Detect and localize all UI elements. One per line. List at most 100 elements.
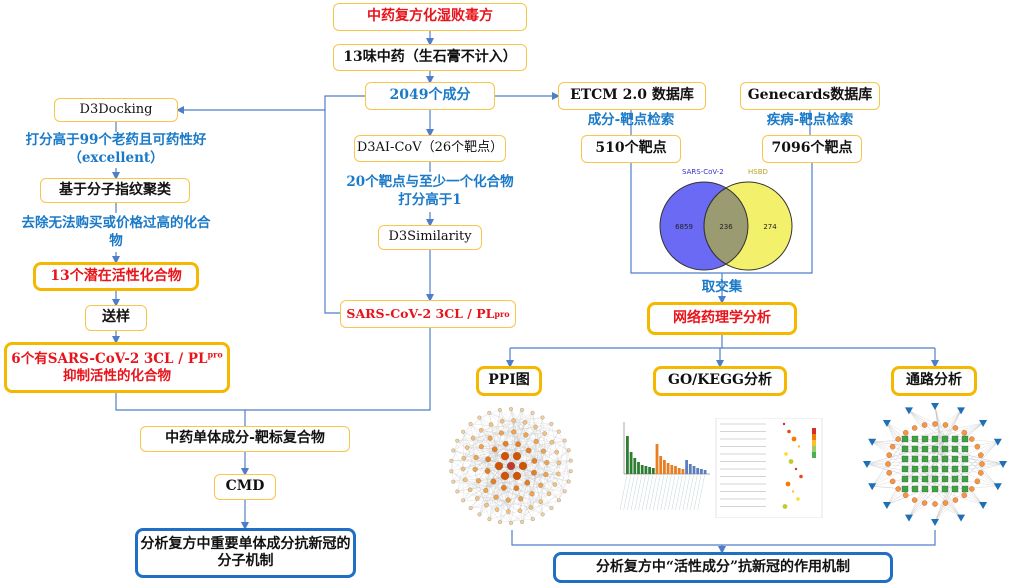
go-bar	[644, 466, 648, 474]
go-bar	[648, 467, 651, 474]
go-bar	[670, 465, 674, 474]
ppi-edge	[479, 433, 502, 515]
molecular-mechanism-box: 分析复方中重要单体成分抗新冠的分子机制	[135, 528, 356, 578]
path-pathway-node	[904, 514, 913, 522]
ppi-node	[512, 451, 522, 461]
ppi-edge	[467, 412, 533, 448]
ppi-edge	[500, 519, 533, 523]
path-outer-node	[911, 497, 918, 503]
go-tick-label	[638, 474, 646, 511]
ppi-edge	[470, 423, 541, 502]
mechanism-analysis-box: 分析复方中“活性成分”抗新冠的作用机制	[553, 552, 893, 583]
go-bar	[685, 460, 688, 474]
ppi-node	[464, 445, 470, 450]
path-target-node	[941, 455, 949, 463]
path-outer-node	[961, 492, 968, 499]
ingredient-target-note: 成分-靶点检索	[587, 112, 675, 129]
path-edge	[924, 410, 962, 480]
ppi-node	[487, 435, 493, 441]
path-target-node	[961, 465, 969, 473]
ppi-node	[494, 461, 504, 471]
path-target-node	[921, 435, 929, 443]
ppi-edge	[463, 423, 552, 470]
path-outer-node	[974, 478, 981, 485]
ppi-node	[491, 446, 498, 453]
path-pathway-node	[904, 407, 913, 415]
path-target-node	[941, 435, 949, 443]
ppi-edge	[472, 437, 571, 472]
fingerprint-cluster-box: 基于分子指纹聚类	[40, 178, 190, 203]
docking-criteria-note: 打分高于99个老药且可药性好（excellent）	[25, 132, 207, 166]
ppi-node	[549, 439, 555, 445]
ppi-node	[523, 432, 529, 438]
ppi-node	[455, 438, 460, 443]
pathway-network-figure	[863, 403, 1007, 526]
path-target-node	[941, 485, 949, 493]
ppi-node	[506, 461, 516, 471]
path-edge	[886, 422, 916, 480]
path-target-node	[901, 455, 909, 463]
path-target-node	[921, 465, 929, 473]
ppi-node	[562, 438, 567, 443]
ppi-node	[531, 469, 537, 476]
path-edge	[872, 441, 936, 470]
ppi-edge	[493, 481, 541, 486]
go-tick-label	[642, 474, 650, 511]
path-edge	[908, 478, 946, 518]
ppi-node	[562, 489, 567, 494]
ppi-node	[468, 421, 473, 426]
venn-label-right: HSBD	[748, 168, 768, 176]
ppi-edge	[470, 423, 474, 439]
go-bar	[688, 464, 692, 474]
path-target-node	[911, 445, 919, 453]
network-pharmacology-box: 网络药理学分析	[647, 302, 797, 335]
path-target-node	[961, 435, 969, 443]
ppi-node	[528, 505, 534, 510]
ppi-edge	[519, 417, 543, 511]
path-outer-node	[942, 422, 949, 428]
ppi-edge	[532, 412, 541, 486]
path-outer-node	[961, 429, 968, 436]
ppi-edge	[494, 449, 532, 508]
path-pathway-node	[863, 461, 871, 468]
path-pathway-node	[931, 519, 939, 526]
path-outer-node	[932, 421, 938, 427]
path-pathway-node	[979, 419, 988, 427]
line-figures-to-mechanism	[511, 530, 936, 546]
path-edge	[954, 448, 998, 487]
path-edge	[886, 422, 916, 470]
ppi-edge	[532, 481, 569, 520]
path-target-node	[911, 465, 919, 473]
path-pathway-node	[882, 419, 891, 427]
ppi-node	[461, 455, 466, 461]
ppi-node	[566, 479, 571, 484]
path-outer-node	[942, 500, 949, 506]
kegg-dot	[782, 504, 788, 509]
path-target-node	[911, 475, 919, 483]
ppi-node	[488, 422, 494, 427]
go-tick-label	[671, 474, 679, 511]
ppi-node	[529, 491, 535, 497]
venn-value-right: 274	[763, 223, 777, 231]
ppi-edge	[451, 423, 471, 461]
path-outer-node	[968, 486, 975, 492]
path-target-node	[951, 465, 959, 473]
go-tick-label	[682, 474, 691, 511]
go-bar	[666, 463, 670, 474]
kegg-legend	[812, 446, 816, 452]
ppi-node	[451, 479, 456, 484]
inhibitor-line-2: 抑制活性的化合物	[63, 367, 171, 384]
go-tick-label	[693, 474, 702, 511]
kegg-dot	[799, 474, 803, 479]
ppi-edge	[463, 431, 565, 492]
ppi-node	[463, 477, 468, 483]
ppi-node	[566, 448, 571, 453]
path-target-node	[961, 485, 969, 493]
cmd-box: CMD	[214, 474, 276, 500]
go-bar	[692, 466, 696, 474]
path-target-node	[921, 445, 929, 453]
kegg-dot	[791, 490, 795, 493]
line-ingredients-to-left-target	[324, 110, 340, 314]
ppi-edge	[499, 409, 552, 509]
